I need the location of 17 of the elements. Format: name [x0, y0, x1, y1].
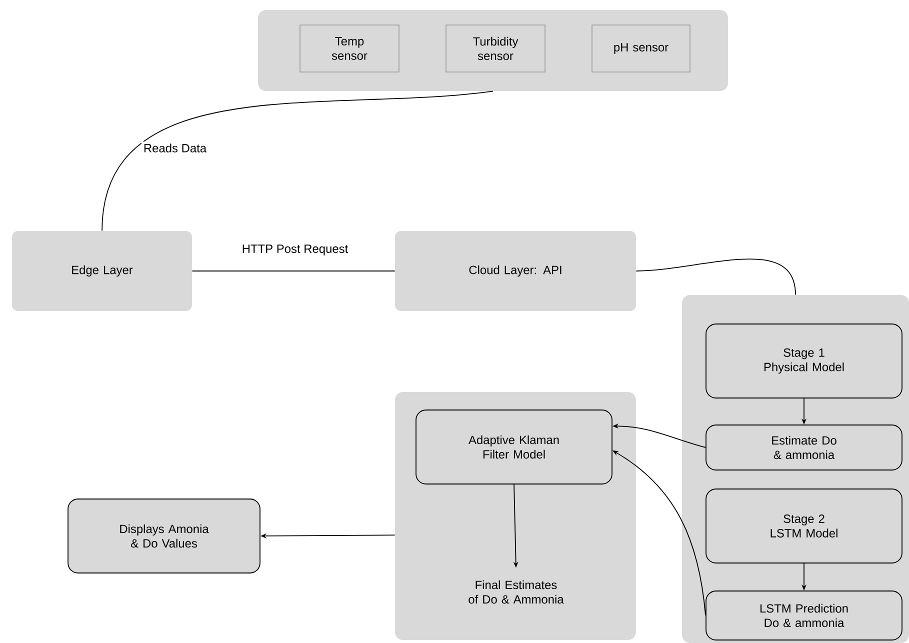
connector-line [636, 258, 796, 296]
result-text: Final Estimates of Do & Ammonia [468, 580, 564, 604]
layer-box: Cloud Layer: API [395, 231, 636, 311]
process-box: Displays Amonia & Do Values [68, 498, 260, 574]
connector-line [102, 90, 494, 232]
process-box: Stage 2 LSTM Model [706, 488, 902, 564]
process-box: LSTM Prediction Do & ammonia [706, 590, 902, 640]
sensor-box: Turbidity sensor [446, 24, 546, 72]
connector-line [192, 270, 396, 272]
edge-label: Reads Data [141, 142, 209, 154]
process-box: Stage 1 Physical Model [706, 324, 902, 398]
process-box: Estimate Do & ammonia [706, 424, 902, 470]
sensor-box: Temp sensor [300, 24, 400, 72]
edge-label: HTTP Post Request [240, 242, 350, 258]
sensor-box: pH sensor [592, 24, 690, 72]
process-box: Adaptive Klaman Filter Model [416, 410, 612, 484]
layer-box: Edge Layer [12, 231, 192, 311]
